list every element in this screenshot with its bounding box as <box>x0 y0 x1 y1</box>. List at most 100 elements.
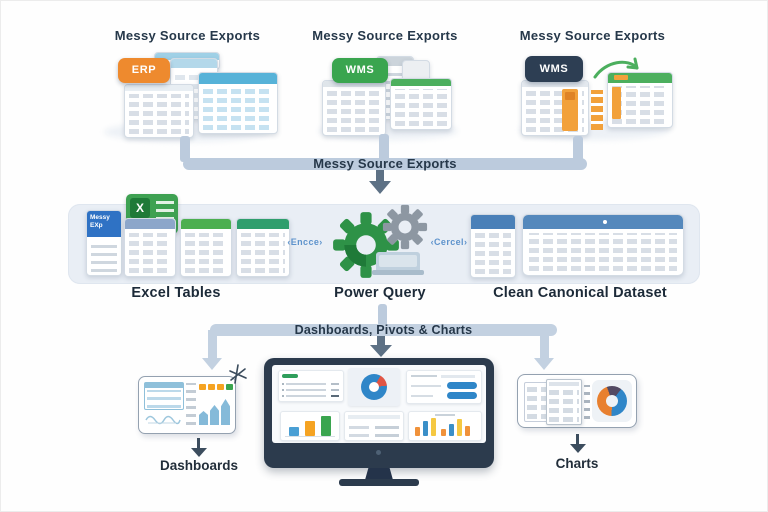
monitor-base <box>339 479 419 486</box>
connector-bar <box>210 324 557 336</box>
down-arrow-icon <box>370 345 392 357</box>
bar <box>449 424 454 436</box>
sketch-doodle <box>145 415 181 425</box>
sheet-cells <box>91 241 117 272</box>
charts-preview-card <box>517 374 637 428</box>
mini-rows <box>186 383 196 425</box>
connector-stub <box>378 304 387 326</box>
arrow-stem <box>197 438 200 449</box>
wms-badge: WMS <box>332 58 388 83</box>
group-title: Messy Source Exports <box>519 28 666 43</box>
donut-panel <box>348 368 400 406</box>
sheet-cells <box>129 94 189 134</box>
sheet-header <box>549 382 579 386</box>
label-dashboards: Dashboards <box>159 458 239 473</box>
excel-table <box>124 218 176 277</box>
header-tag <box>614 75 628 80</box>
blue-pill-button <box>447 392 477 399</box>
mini-table-rows <box>147 390 181 408</box>
source-group-erp: Messy Source Exports ERP <box>90 28 285 144</box>
bar <box>321 416 331 436</box>
sketch-table <box>546 379 582 425</box>
monitor-stand <box>365 468 393 480</box>
donut-chart <box>597 386 627 416</box>
spreadsheet-illustration <box>607 72 673 128</box>
sheet-header <box>125 85 193 91</box>
sheet-header <box>155 53 219 60</box>
sheet-header <box>523 215 683 229</box>
excel-x-icon: X <box>130 198 150 218</box>
chart-shape <box>221 399 230 425</box>
highlighted-column <box>562 89 578 131</box>
dashboard-preview-card <box>138 376 236 434</box>
spreadsheet-illustration <box>322 80 386 136</box>
form-line <box>411 375 437 377</box>
sheet-cells <box>395 89 447 126</box>
kpi-tile <box>199 384 206 390</box>
list-panel <box>278 370 344 402</box>
donut-tile <box>592 380 632 422</box>
list-line <box>286 383 326 385</box>
bar <box>441 429 446 436</box>
blue-pill-button <box>447 382 477 389</box>
connector-stub <box>180 136 190 162</box>
connector-stub <box>573 136 583 162</box>
sheet-header <box>391 79 451 86</box>
down-arrow-icon <box>570 444 586 453</box>
group-title: Messy Source Exports <box>312 28 458 43</box>
sheet-header <box>181 219 231 229</box>
group-title: Messy Source Exports <box>114 28 261 43</box>
source-group-wms-1: Messy Source Exports WMS <box>300 28 470 144</box>
label-clean-canonical-dataset: Clean Canonical Dataset <box>493 285 667 301</box>
chart-shape <box>210 405 219 425</box>
sheet-header <box>522 81 588 87</box>
kpi-tile <box>226 384 233 390</box>
sheet-cells <box>529 233 677 271</box>
star-doodle-icon <box>229 364 247 384</box>
sheet-header <box>237 219 289 229</box>
highlighted-column <box>612 87 621 119</box>
sheet-cells <box>185 233 227 273</box>
chart-shape <box>199 411 208 425</box>
donut-chart <box>361 374 387 400</box>
sheet-cells <box>549 388 579 422</box>
sheet-header <box>199 73 277 84</box>
bar <box>415 427 420 436</box>
erp-badge: ERP <box>118 58 170 83</box>
arrow-stem <box>576 434 579 445</box>
bar <box>423 421 428 436</box>
wms-badge: WMS <box>525 56 583 82</box>
label-charts: Charts <box>555 456 599 471</box>
tick-marks <box>584 385 590 419</box>
sheet-header <box>171 59 217 68</box>
monitor-camera-dot <box>376 450 381 455</box>
green-arrow-doodle-icon <box>593 57 639 79</box>
header-dot <box>603 220 607 224</box>
sheet-header <box>608 73 672 83</box>
pivot-table-panel <box>344 411 404 441</box>
table-header <box>348 415 400 419</box>
mini-area-chart <box>199 395 232 425</box>
clean-dataset-card <box>470 214 516 278</box>
bar <box>305 421 315 436</box>
form-panel <box>406 370 482 404</box>
excel-table <box>236 218 290 277</box>
flow-tag-left: ‹Encce› <box>287 237 323 247</box>
laptop-icon <box>376 252 420 270</box>
list-line <box>331 383 339 385</box>
clean-dataset-table <box>522 214 684 276</box>
green-badge <box>282 374 298 378</box>
label-excel-tables: Excel Tables <box>131 285 221 301</box>
arrow-stem <box>377 336 385 345</box>
messy-export-card: Messy EXp <box>86 210 122 276</box>
table-rows <box>349 421 369 437</box>
sheet-header <box>125 219 175 229</box>
orange-cell-column <box>591 90 603 130</box>
connector-stub <box>379 134 389 162</box>
sheet-cells <box>241 233 285 273</box>
form-line <box>411 385 441 387</box>
list-line <box>331 389 339 391</box>
bar <box>457 419 462 436</box>
excel-table <box>180 218 232 277</box>
monitor-screen <box>272 365 486 443</box>
